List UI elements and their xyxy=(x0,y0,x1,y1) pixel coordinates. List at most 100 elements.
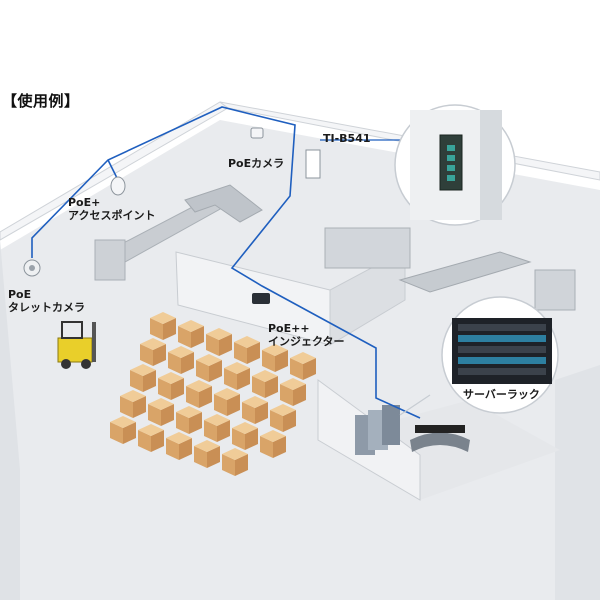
box-side xyxy=(130,370,143,392)
box-side xyxy=(303,358,316,380)
box-side xyxy=(283,410,296,432)
box-side xyxy=(252,376,265,398)
box-top xyxy=(214,388,240,400)
box-side xyxy=(158,378,171,400)
box-top xyxy=(224,362,250,374)
box-side xyxy=(191,326,204,348)
box-side xyxy=(151,430,164,452)
box-top xyxy=(242,396,268,408)
box-top xyxy=(186,380,212,392)
box-side xyxy=(217,420,230,442)
forklift xyxy=(57,321,96,369)
box-side xyxy=(153,344,166,366)
box-top xyxy=(176,406,202,418)
access-point-icon xyxy=(110,176,126,196)
box-side xyxy=(120,396,133,418)
box-side xyxy=(227,394,240,416)
box-top xyxy=(130,364,156,376)
box-side xyxy=(209,360,222,382)
page-title: 【使用例】 xyxy=(2,92,80,110)
injector-icon xyxy=(252,293,270,304)
switch-box xyxy=(305,149,321,179)
cable-ap xyxy=(107,159,119,181)
box-side xyxy=(148,404,161,426)
box-side xyxy=(138,430,151,452)
box-side xyxy=(199,386,212,408)
box-side xyxy=(265,376,278,398)
box-side xyxy=(273,436,286,458)
box-side xyxy=(163,318,176,340)
server-cabinets xyxy=(355,405,400,455)
box-top xyxy=(196,354,222,366)
box-side xyxy=(224,368,237,390)
box-side xyxy=(189,412,202,434)
box-side xyxy=(166,438,179,460)
box-top xyxy=(194,440,220,452)
box-top xyxy=(234,336,260,348)
box-side xyxy=(161,404,174,426)
box-side xyxy=(143,370,156,392)
box-top xyxy=(232,422,258,434)
box-side xyxy=(178,326,191,348)
right-wall xyxy=(555,365,600,600)
monitors xyxy=(415,425,465,433)
robot-arm xyxy=(534,269,576,311)
box-side xyxy=(219,334,232,356)
box-side xyxy=(214,394,227,416)
box-side xyxy=(290,358,303,380)
conveyor-curve xyxy=(184,184,263,223)
box-top xyxy=(206,328,232,340)
box-top xyxy=(262,344,288,356)
box-top xyxy=(148,398,174,410)
box-side xyxy=(194,446,207,468)
box-side xyxy=(260,436,273,458)
box-side xyxy=(168,352,181,374)
turret-camera-label-line2: タレットカメラ xyxy=(8,301,85,314)
operator-desk xyxy=(410,432,470,452)
box-top xyxy=(280,378,306,390)
box-side xyxy=(280,384,293,406)
injector-label: PoE++ インジェクター xyxy=(268,322,345,348)
box-top xyxy=(158,372,184,384)
box-top xyxy=(120,390,146,402)
box-side xyxy=(123,422,136,444)
machine-left xyxy=(94,239,126,281)
box-top xyxy=(166,432,192,444)
switch-label: TI-B541 xyxy=(323,132,371,145)
injector-label-line1: PoE++ xyxy=(268,322,310,335)
box-side xyxy=(222,454,235,476)
poe-camera-icon xyxy=(250,127,264,139)
box-top xyxy=(204,414,230,426)
box-side xyxy=(133,396,146,418)
box-top xyxy=(222,448,248,460)
box-top xyxy=(290,352,316,364)
box-side xyxy=(255,402,268,424)
box-top xyxy=(178,320,204,332)
box-side xyxy=(247,342,260,364)
turret-camera-label: PoE タレットカメラ xyxy=(8,288,85,314)
box-side xyxy=(237,368,250,390)
box-top xyxy=(150,312,176,324)
left-wall xyxy=(0,240,20,600)
box-side xyxy=(204,420,217,442)
box-top xyxy=(270,404,296,416)
injector-label-line2: インジェクター xyxy=(268,335,345,348)
box-top xyxy=(260,430,286,442)
switch-zoom-callout xyxy=(394,104,516,226)
box-top xyxy=(168,346,194,358)
poe-camera-label: PoEカメラ xyxy=(228,157,285,170)
box-top xyxy=(110,416,136,428)
turret-camera-lens xyxy=(29,265,35,271)
box-top xyxy=(138,424,164,436)
access-point-label-line2: アクセスポイント xyxy=(68,209,156,222)
box-side xyxy=(270,410,283,432)
box-side xyxy=(150,318,163,340)
cardboard-boxes xyxy=(110,312,316,476)
box-side xyxy=(186,386,199,408)
box-side xyxy=(206,334,219,356)
turret-camera-label-line1: PoE xyxy=(8,288,32,301)
box-side xyxy=(242,402,255,424)
box-side xyxy=(234,342,247,364)
